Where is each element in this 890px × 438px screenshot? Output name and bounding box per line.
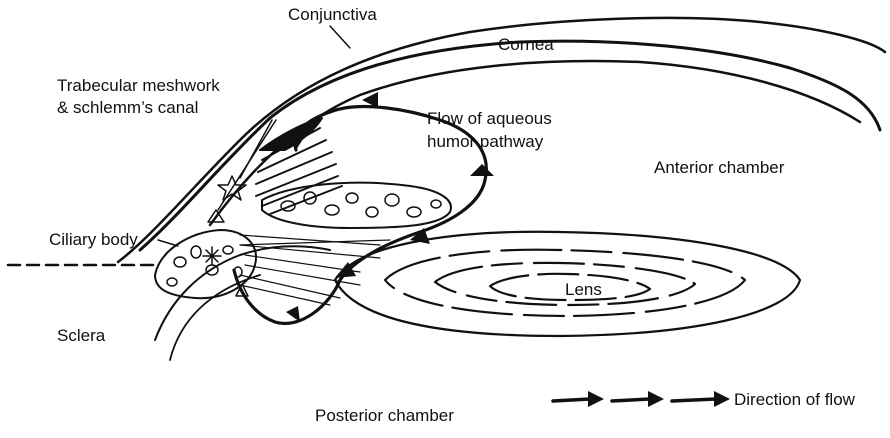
label-ciliary-body: Ciliary body <box>49 229 138 250</box>
ciliary-pointer <box>158 240 178 246</box>
sclera-inner-curve <box>170 275 260 360</box>
label-trabecular-line1: Trabecular meshwork <box>57 75 220 96</box>
iris-cells <box>281 192 441 217</box>
ciliary-body-cells <box>167 246 242 286</box>
conjunctiva-pointer <box>330 26 350 48</box>
label-conjunctiva: Conjunctiva <box>288 4 377 25</box>
label-lens: Lens <box>565 279 602 300</box>
label-flow-line2: humor pathway <box>427 131 543 152</box>
label-direction-of-flow: Direction of flow <box>734 389 855 410</box>
asterisk-marker <box>203 247 221 265</box>
label-cornea: Cornea <box>498 34 554 55</box>
legend-arrows <box>553 399 716 401</box>
label-sclera: Sclera <box>57 325 105 346</box>
label-posterior-chamber: Posterior chamber <box>315 405 454 426</box>
label-trabecular-line2: & schlemm’s canal <box>57 97 198 118</box>
label-anterior-chamber: Anterior chamber <box>654 157 784 178</box>
label-flow-line1: Flow of aqueous <box>427 108 552 129</box>
zonular-fibers <box>240 235 390 305</box>
